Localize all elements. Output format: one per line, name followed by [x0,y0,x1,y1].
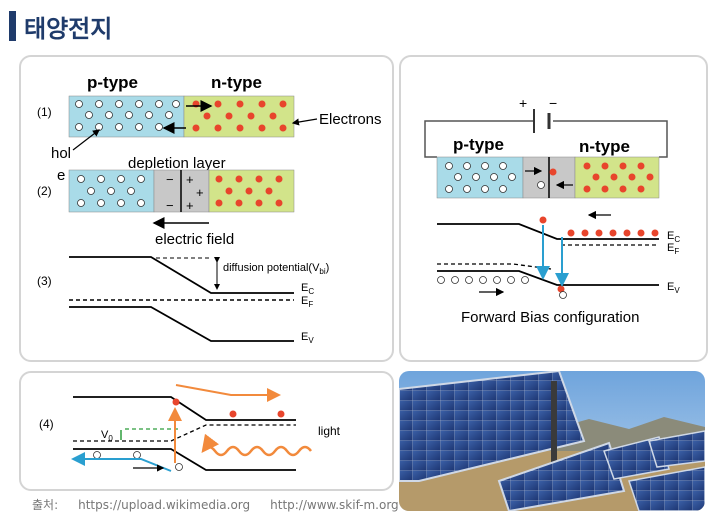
ef-label: EF [667,242,679,256]
holes-row [77,175,145,207]
electrons-label: Electrons [319,111,382,128]
ec-label: EC [301,282,314,296]
electrons-row [215,175,283,207]
plus-charge: + [196,185,204,200]
depletion-label: depletion layer [128,155,226,172]
ec-label: EC [667,230,680,244]
circuit-wire [553,120,668,158]
minus-charge: − [166,198,174,213]
holes-row [93,451,183,471]
holes-row [75,100,180,131]
electrons-row [172,398,285,418]
solar-panel-large [399,371,586,482]
solar-panel [648,430,705,468]
solar-panel [497,441,626,511]
battery-minus: − [549,95,557,111]
light-label: light [318,424,341,438]
solar-field-illustration [399,371,705,511]
electrons-row [192,100,287,132]
circuit-wire [424,120,533,158]
step-label: (3) [37,274,52,288]
electrons-row [539,216,659,293]
conduction-band [437,223,659,240]
ev-label: EV [667,281,680,295]
conduction-band [73,396,296,421]
source-url[interactable]: https://upload.wikimedia.org [78,498,251,512]
panel-photovoltaic: (4) V0 light [19,371,394,491]
source-line: 출처: https://upload.wikimedia.org http://ww… [32,496,419,513]
title-accent-bar [9,11,16,41]
fermi-level [73,424,296,442]
ev-label: EV [301,331,314,345]
efield-label: electric field [155,231,234,248]
p-type-label: p-type [453,135,504,154]
light-wave [201,433,312,457]
hole-current-arrow [71,452,172,472]
n-type-label: n-type [211,73,262,92]
forward-bias-caption: Forward Bias configuration [461,309,639,326]
n-type-label: n-type [579,137,630,156]
ef-label: EF [301,295,313,309]
panel-support [551,381,557,471]
page-title: 태양전지 [24,15,113,43]
hole-label: hol [51,145,71,162]
holes-row [437,276,567,299]
solar-panel-photo [399,371,705,511]
panel-pn-junction: (1) (2) (3) p-type n-type Electrons hol … [19,55,394,362]
solar-panel [628,466,705,511]
diffusion-label: diffusion potential(Vbi) [223,262,329,276]
source-url[interactable]: http://www.skif-m.org [270,498,399,512]
conduction-band [69,256,294,294]
step-label: (1) [37,105,52,119]
battery-plus: + [519,95,527,111]
plus-charge: + [186,198,194,213]
valence-band [69,306,294,342]
step-label: (4) [39,417,54,431]
panel-forward-bias: + − p-type n-type EC EF EV Forward Bias … [399,55,708,362]
valence-band [73,448,296,471]
photovoltaic-diagram: (4) V0 light [39,384,341,472]
holes-row [445,162,545,193]
forward-bias-diagram: + − p-type n-type EC EF EV Forward Bias … [424,95,680,326]
source-label: 출처: [32,498,59,512]
vo-label: V0 [101,429,113,443]
electron-current-arrow [175,384,281,402]
hole-label: e [57,167,65,184]
electrons-pointer [291,118,318,126]
minus-charge: − [166,172,174,187]
pn-junction-diagram: (1) (2) (3) p-type n-type Electrons hol … [37,73,382,345]
hole-pointer [72,129,100,151]
plus-charge: + [186,172,194,187]
p-type-label: p-type [87,73,138,92]
step-label: (2) [37,184,52,198]
electrons-row [549,162,654,193]
fermi-level-p [437,263,552,270]
